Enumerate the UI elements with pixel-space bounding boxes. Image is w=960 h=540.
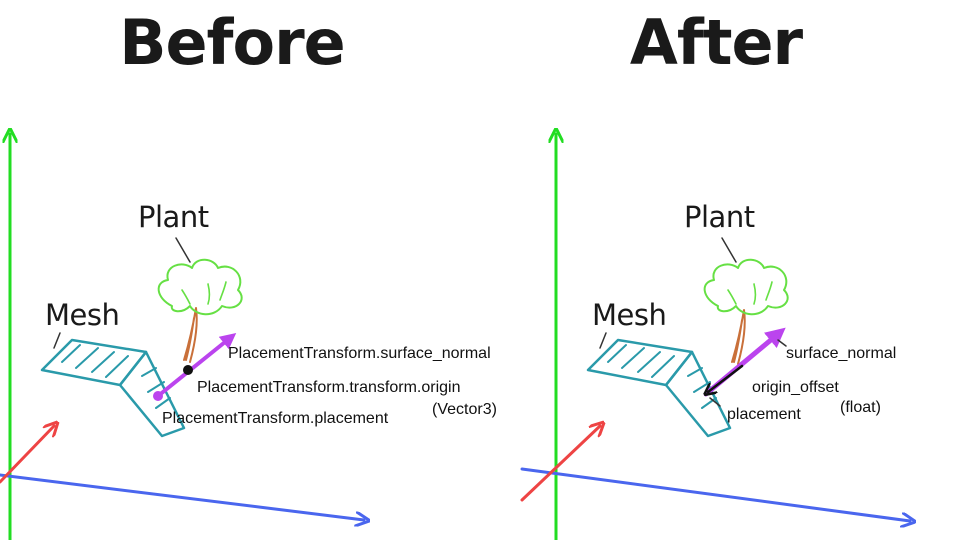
after-origin-offset-type: (float)	[840, 399, 881, 416]
after-placement-leader	[709, 397, 721, 407]
after-plant-label: Plant	[684, 200, 755, 234]
after-placement-label: placement	[727, 406, 801, 423]
after-x-axis	[520, 467, 910, 521]
before-title: Before	[119, 6, 345, 79]
before-origin-point	[183, 365, 193, 375]
before-placement-label: PlacementTransform.placement	[162, 410, 389, 427]
before-origin-label: PlacementTransform.transform.origin	[197, 379, 461, 396]
after-normal-leader	[777, 339, 787, 347]
after-z-axis	[520, 426, 600, 502]
after-origin-offset-arrow	[708, 364, 744, 392]
after-mesh-label: Mesh	[592, 298, 666, 332]
after-surface-normal-label: surface_normal	[786, 345, 896, 362]
before-placement-point	[153, 391, 163, 401]
before-plant-leader	[175, 237, 191, 263]
after-plant	[703, 237, 789, 365]
before-mesh	[40, 332, 186, 438]
before-plant-label: Plant	[138, 200, 209, 234]
before-x-axis	[0, 473, 364, 520]
before-z-axis	[0, 426, 54, 484]
after-panel: After Mesh Plant surface_normal origin_o…	[520, 6, 910, 540]
before-panel: Before Mesh Plant PlacementTransform.sur…	[0, 6, 497, 540]
before-surface-normal-arrow	[156, 332, 237, 398]
after-origin-offset-label: origin_offset	[752, 379, 839, 396]
before-mesh-leader	[53, 332, 61, 349]
after-title: After	[630, 6, 804, 79]
before-mesh-label: Mesh	[45, 298, 119, 332]
before-origin-type: (Vector3)	[432, 401, 497, 418]
before-surface-normal-label: PlacementTransform.surface_normal	[228, 345, 491, 362]
before-plant	[157, 237, 243, 363]
after-plant-leader	[721, 237, 737, 263]
after-mesh-leader	[599, 332, 607, 349]
after-mesh	[586, 332, 732, 438]
